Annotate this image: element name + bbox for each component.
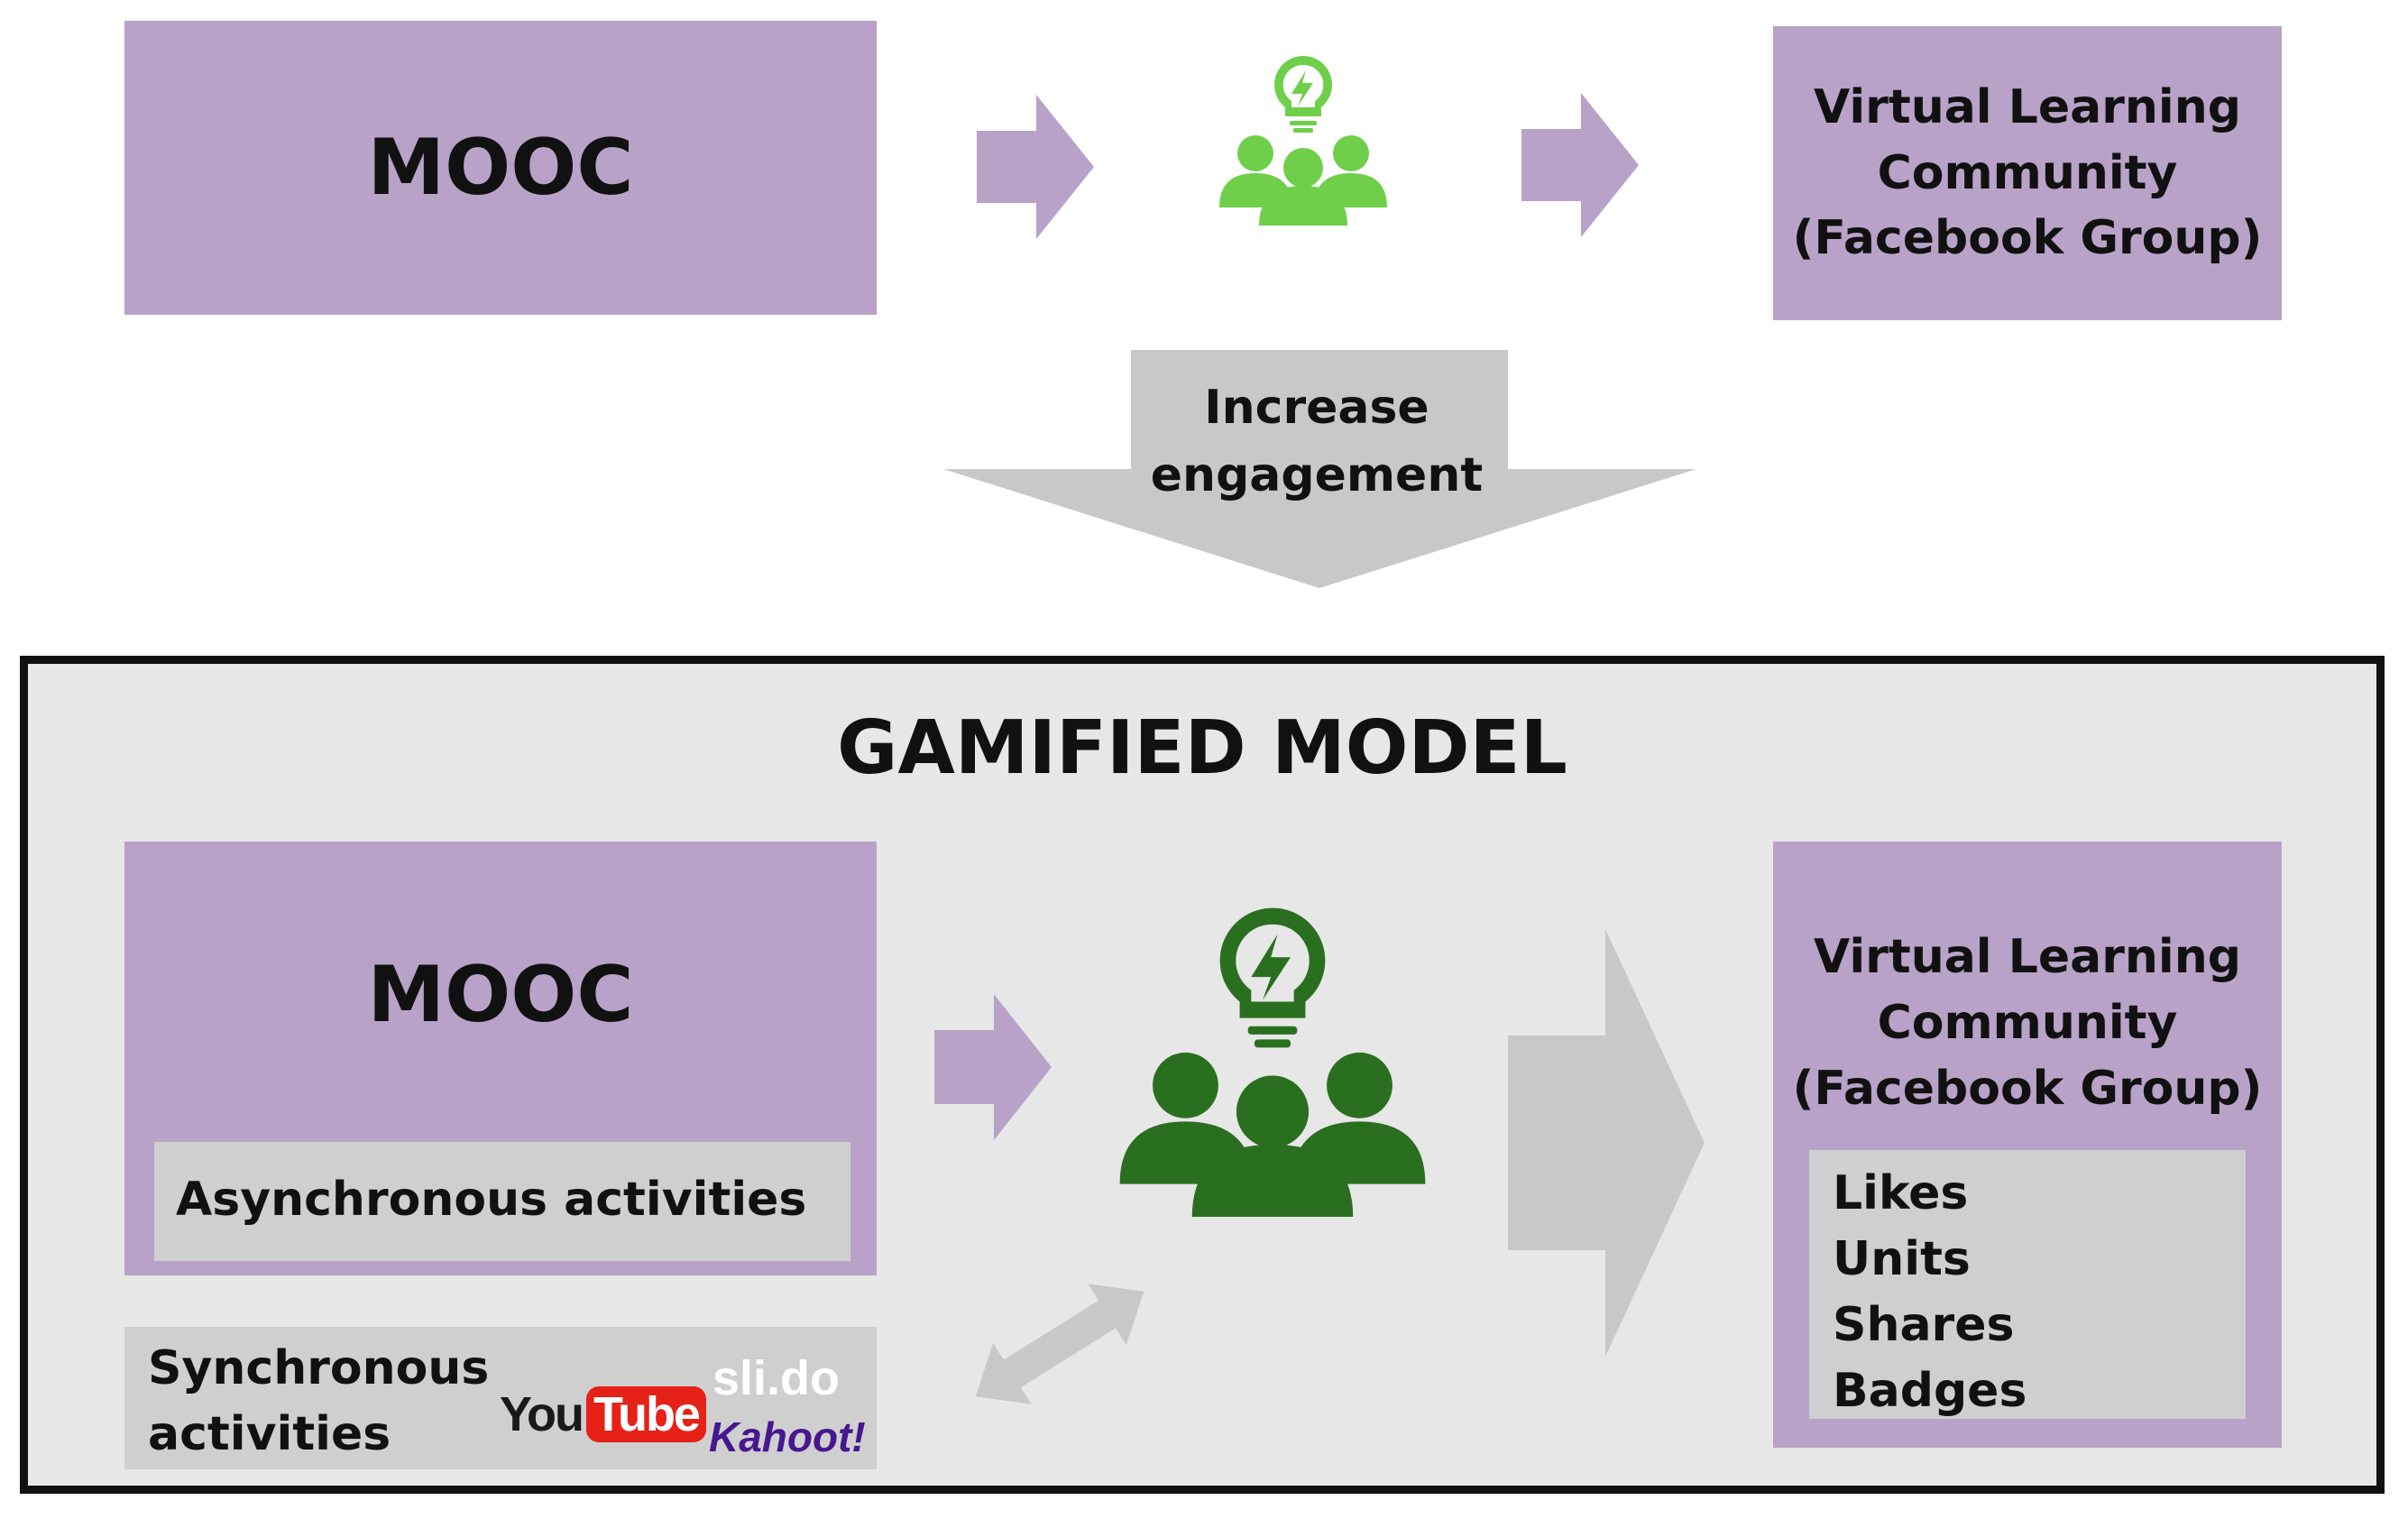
metric-badges: Badges: [1833, 1364, 2027, 1418]
increase-engagement-label: Increase engagement: [1150, 380, 1484, 502]
double-arrow-icon: [975, 1284, 1144, 1404]
sync-activities-box: Synchronous activities You Tube sli.do K…: [124, 1327, 877, 1469]
top-arrow-right-icon: [1521, 93, 1639, 237]
async-activities-label: Asynchronous activities: [176, 1173, 807, 1227]
metrics-box: Likes Units Shares Badges: [1809, 1150, 2246, 1419]
gamified-vlc-box: Virtual Learning Community (Facebook Gro…: [1773, 842, 2282, 1448]
top-mooc-box: MOOC: [124, 21, 877, 315]
youtube-logo: You Tube: [500, 1381, 706, 1448]
gamified-mooc-label: MOOC: [367, 950, 634, 1040]
team-idea-icon-light: [1219, 55, 1387, 226]
top-vlc-box: Virtual Learning Community (Facebook Gro…: [1773, 26, 2282, 320]
top-mooc-label: MOOC: [367, 123, 634, 213]
metric-shares: Shares: [1833, 1298, 2015, 1352]
slido-logo: sli.do: [712, 1351, 841, 1405]
metric-units: Units: [1833, 1232, 1971, 1286]
gamified-vlc-label: Virtual Learning Community (Facebook Gro…: [1792, 930, 2263, 1116]
gamified-arrow-small-icon: [934, 994, 1052, 1140]
async-activities-box: Asynchronous activities: [154, 1142, 850, 1261]
team-idea-icon-dark: [1119, 907, 1426, 1217]
youtube-you-text: You: [500, 1387, 584, 1441]
gamified-mooc-box: MOOC Asynchronous activities: [124, 842, 877, 1275]
down-arrow-icon: [943, 350, 1696, 588]
top-vlc-label: Virtual Learning Community (Facebook Gro…: [1792, 79, 2263, 266]
youtube-tube-text: Tube: [585, 1386, 706, 1442]
top-arrow-left-icon: [977, 95, 1094, 239]
metric-likes: Likes: [1833, 1166, 1969, 1220]
kahoot-logo: Kahoot!: [709, 1413, 866, 1460]
gamified-arrow-large-icon: [1508, 929, 1705, 1357]
gamified-model-title: GAMIFIED MODEL: [837, 705, 1567, 791]
sync-activities-label: Synchronous activities: [148, 1341, 490, 1461]
